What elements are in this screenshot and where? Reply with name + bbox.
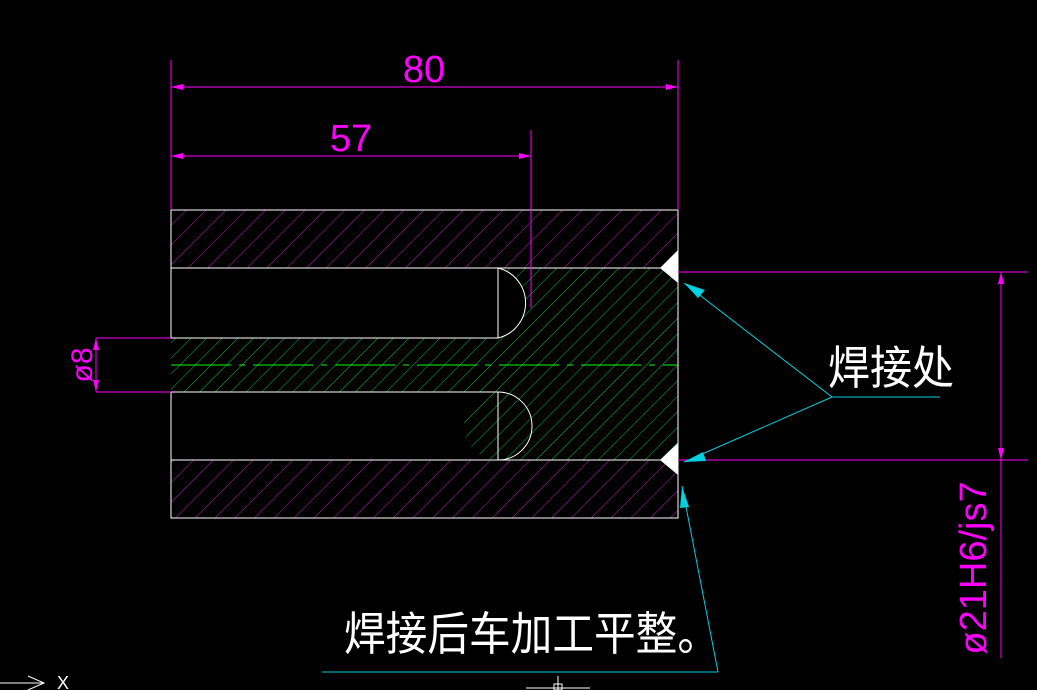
weld-location-note: 焊接处 bbox=[828, 341, 954, 395]
dimension-rod-diameter bbox=[93, 337, 171, 393]
ucs-axis-icon bbox=[0, 675, 46, 690]
dimension-rod-diameter-label: ø8 bbox=[66, 347, 99, 382]
core-section bbox=[171, 268, 678, 460]
machining-leader-line bbox=[322, 485, 719, 673]
sleeve-bottom-section bbox=[170, 459, 679, 519]
dimension-overall-length bbox=[170, 60, 679, 210]
machining-note: 焊接后车加工平整。 bbox=[344, 607, 719, 661]
weld-marker-top-icon bbox=[660, 250, 678, 283]
weld-leader-lines bbox=[683, 282, 940, 463]
dimension-bore-fit bbox=[678, 271, 1028, 658]
weld-marker-bottom-icon bbox=[660, 443, 678, 475]
dimension-80-label: 80 bbox=[403, 49, 445, 91]
dimension-57-label: 57 bbox=[330, 118, 372, 160]
part-outline bbox=[170, 267, 679, 461]
dimension-partial-length bbox=[171, 130, 532, 308]
sleeve-top-section bbox=[170, 209, 679, 269]
ucs-axis-x-label: X bbox=[57, 673, 69, 690]
dimension-bore-fit-label: ø21H6/js7 bbox=[953, 481, 995, 654]
crosshair-cursor-icon bbox=[526, 676, 590, 690]
